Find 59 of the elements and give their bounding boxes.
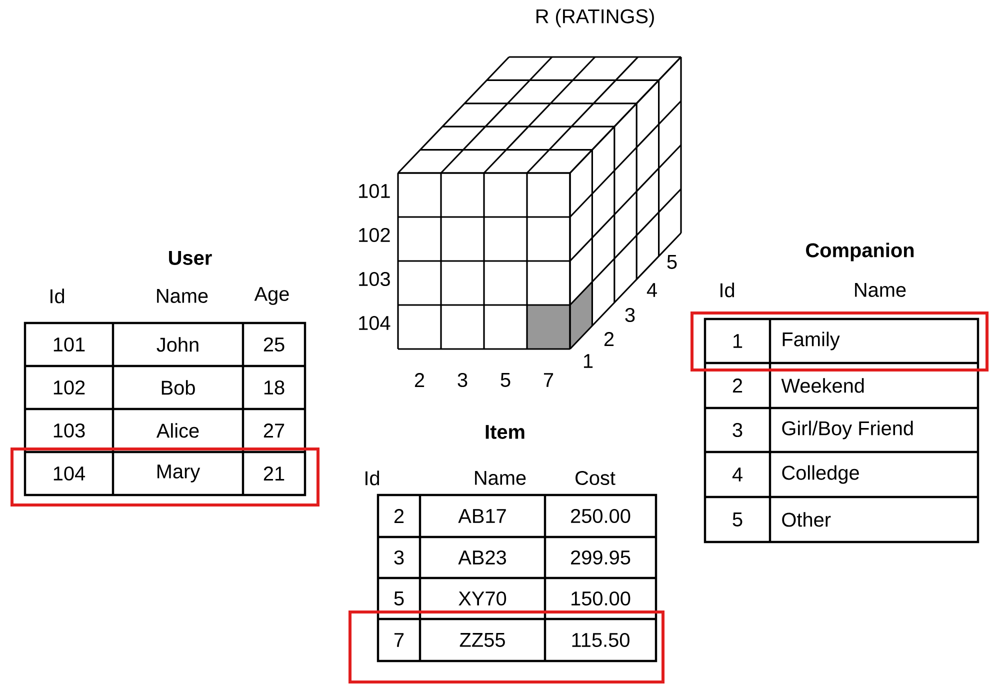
axis-label: 5 — [667, 255, 677, 269]
table-cell: 21 — [264, 466, 284, 480]
column-header: Age — [254, 287, 289, 305]
table-cell: AB23 — [458, 550, 506, 565]
axis-label: 2 — [414, 373, 424, 387]
table-cell: Bob — [162, 380, 195, 395]
table-cell: 103 — [54, 423, 85, 438]
axis-label: 7 — [544, 373, 554, 387]
table-cell: Family — [782, 332, 840, 350]
table-title: User — [169, 251, 212, 265]
table-cell: ZZ55 — [460, 633, 505, 647]
axis-label: 1 — [584, 354, 593, 368]
table-cell: Mary — [158, 464, 200, 482]
column-header: Name — [475, 471, 526, 485]
table-cell: 115.50 — [572, 632, 630, 648]
table-cell: 5 — [394, 592, 404, 606]
column-header: Name — [157, 289, 208, 303]
table-cell: 27 — [264, 424, 284, 438]
table-cell: 25 — [264, 337, 284, 352]
table-cell: 18 — [264, 380, 284, 395]
table-cell: 104 — [54, 466, 86, 481]
table-cell: 150.00 — [572, 591, 630, 606]
axis-label: 3 — [458, 372, 468, 388]
axis-label: 104 — [359, 316, 390, 330]
table-cell: 250.00 — [571, 508, 630, 524]
table-cell: 3 — [394, 550, 404, 565]
axis-label: 2 — [604, 332, 614, 346]
table-cell: XY70 — [458, 591, 506, 606]
column-header: Id — [50, 288, 64, 304]
cube-title: R (RATINGS) — [536, 8, 654, 28]
table-cell: Colledge — [782, 465, 859, 484]
table-cell: 2 — [394, 509, 404, 523]
column-header: Id — [720, 282, 734, 298]
table-cell: 1 — [733, 334, 742, 348]
column-header: Cost — [576, 470, 616, 486]
column-header: Name — [855, 283, 906, 297]
table-cell: Weekend — [781, 378, 864, 393]
table-cell: Other — [782, 512, 831, 527]
table-cell: AB17 — [458, 509, 506, 523]
table-cell: 3 — [732, 422, 742, 438]
column-header: Id — [366, 470, 380, 486]
table-cell: 7 — [394, 633, 404, 647]
table-cell: 102 — [54, 380, 85, 395]
table-cell: Girl/Boy Friend — [782, 420, 913, 440]
axis-label: 5 — [500, 373, 510, 387]
table-cell: 2 — [732, 378, 742, 392]
table-cell: 101 — [54, 337, 85, 352]
axis-label: 4 — [646, 283, 657, 297]
table-cell: John — [156, 337, 198, 352]
axis-label: 3 — [625, 308, 635, 322]
table-cell: 4 — [732, 468, 742, 482]
axis-label: 103 — [359, 272, 390, 286]
table-cell: 299.95 — [571, 550, 630, 565]
table-cell: Alice — [156, 423, 199, 438]
axis-label: 101 — [359, 184, 390, 198]
table-cell: 5 — [732, 512, 742, 526]
axis-label: 102 — [359, 228, 390, 242]
table-title: Companion — [806, 242, 914, 262]
table-title: Item — [486, 425, 524, 439]
